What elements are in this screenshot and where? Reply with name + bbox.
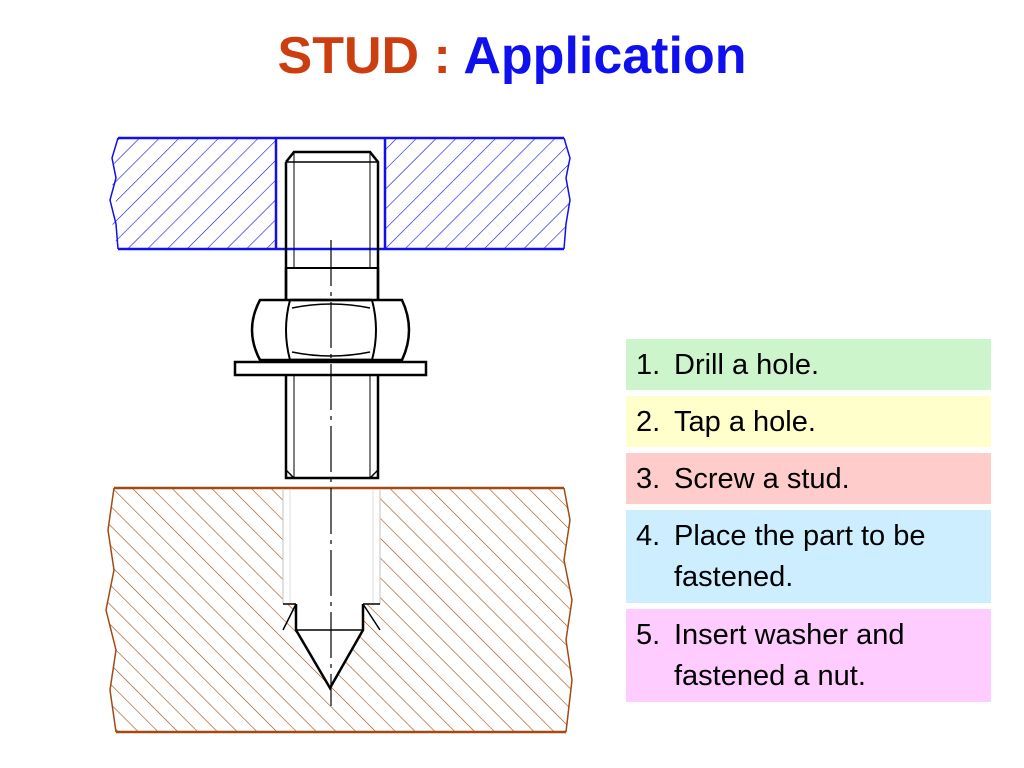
step-4: 4. Place the part to be fastened. bbox=[626, 510, 991, 603]
step-5: 5. Insert washer and fastened a nut. bbox=[626, 609, 991, 702]
step-number: 1. bbox=[636, 349, 661, 381]
step-number: 4. bbox=[636, 520, 661, 552]
step-text: Tap a hole. bbox=[674, 406, 816, 438]
step-text: Insert washer and fastened a nut. bbox=[674, 619, 905, 692]
upper-plate bbox=[109, 136, 571, 251]
step-number: 5. bbox=[636, 619, 661, 651]
step-text: Place the part to be fastened. bbox=[674, 520, 926, 593]
step-number: 3. bbox=[636, 463, 661, 495]
slide-title: STUD : Application bbox=[0, 26, 1024, 86]
step-text: Drill a hole. bbox=[674, 349, 820, 381]
title-separator: : bbox=[419, 27, 464, 85]
step-number: 2. bbox=[636, 406, 661, 438]
step-1: 1. Drill a hole. bbox=[626, 339, 991, 390]
title-stud: STUD bbox=[277, 27, 420, 85]
stud bbox=[282, 150, 381, 691]
step-2: 2. Tap a hole. bbox=[626, 396, 991, 447]
lower-block bbox=[105, 486, 573, 734]
step-text: Screw a stud. bbox=[674, 463, 850, 495]
title-application: Application bbox=[463, 27, 747, 85]
step-3: 3. Screw a stud. bbox=[626, 453, 991, 504]
